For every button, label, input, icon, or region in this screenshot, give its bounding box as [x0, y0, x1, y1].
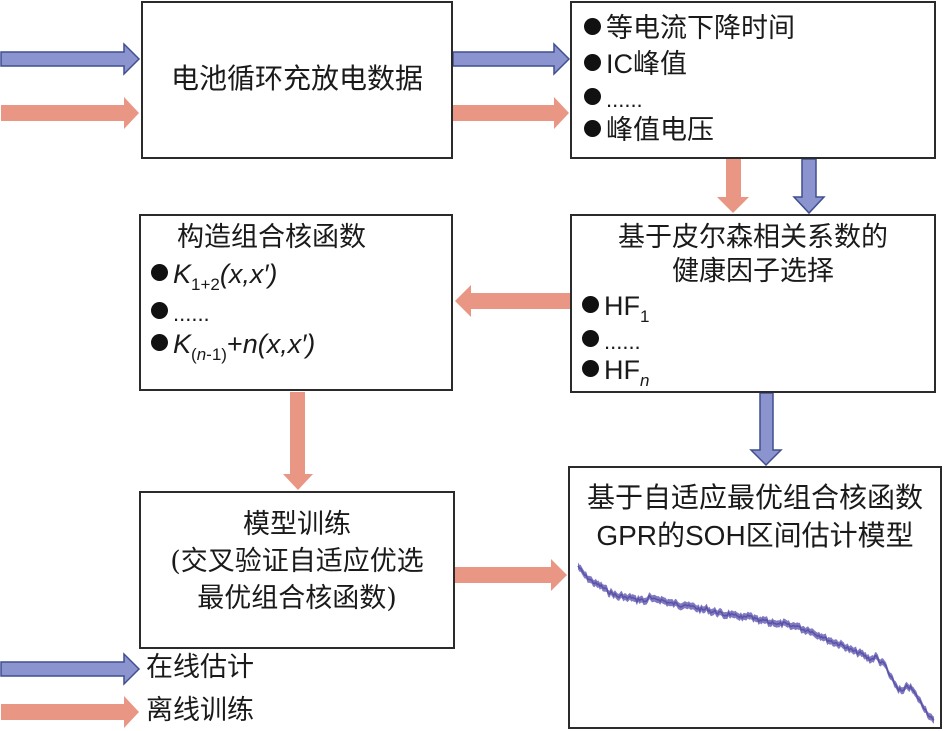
bullet-icon [151, 302, 168, 320]
online-features-to-pearson-arrow [792, 158, 826, 215]
offline-input-arrow [1, 97, 139, 129]
soh-estimate-line [577, 565, 935, 721]
bullet-icon [584, 54, 601, 71]
online-input-arrow [0, 42, 141, 76]
legend-offline-label: 离线训练 [146, 695, 254, 726]
kernel-item: ...... [151, 296, 210, 330]
bullet-icon [584, 120, 601, 137]
legend-online-arrow [0, 652, 141, 686]
pearson-title-line1: 基于皮尔森相关系数的 [618, 222, 888, 253]
online-pearson-to-gpr-arrow [749, 392, 783, 467]
health-factor-item: HF1 [582, 290, 649, 325]
feature-item: ...... [584, 83, 643, 116]
training-line3: 最优组合核函数) [197, 583, 397, 614]
battery-data-label: 电池循环充放电数据 [170, 62, 423, 95]
pearson-title-line2: 健康因子选择 [672, 256, 834, 287]
gpr-line1: 基于自适应最优组合核函数 [586, 481, 923, 514]
soh-estimate-plot [577, 562, 935, 724]
model-training-box: 模型训练 (交叉验证自适应优选 最优组合核函数) [139, 491, 455, 649]
feature-item: IC峰值 [584, 48, 687, 81]
kernel-item: K1+2(x,x′) [151, 258, 277, 293]
health-factor-item: HFn [582, 354, 649, 389]
offline-training-to-gpr-arrow [455, 559, 567, 591]
bullet-icon [151, 334, 168, 352]
gpr-line2: GPR的SOH区间估计模型 [596, 520, 914, 551]
features-box: 等电流下降时间 IC峰值 ...... 峰值电压 [570, 1, 936, 159]
kernel-item: K(n-1)+n(x,x′) [151, 328, 315, 363]
legend-offline-arrow [1, 696, 139, 728]
soh-interval-band [578, 562, 934, 724]
bullet-icon [151, 264, 168, 282]
bullet-icon [582, 330, 599, 348]
bullet-icon [582, 296, 599, 314]
battery-data-box: 电池循环充放电数据 [141, 1, 453, 159]
health-factor-item: ...... [582, 324, 641, 358]
feature-item: 等电流下降时间 [584, 13, 795, 45]
training-line1: 模型训练 [243, 509, 351, 540]
legend-online-label: 在线估计 [146, 652, 254, 683]
kernel-construction-box: 构造组合核函数 K1+2(x,x′) ...... K(n-1)+n(x,x′) [139, 214, 453, 391]
bullet-icon [584, 88, 601, 105]
offline-features-to-pearson-arrow [717, 159, 749, 213]
gpr-soh-model-box: 基于自适应最优组合核函数 GPR的SOH区间估计模型 [568, 466, 942, 729]
pearson-selection-box: 基于皮尔森相关系数的 健康因子选择 HF1 ...... HFn [570, 214, 936, 393]
training-line2: (交叉验证自适应优选 [170, 546, 424, 577]
offline-data-to-features-arrow [453, 97, 569, 129]
offline-kernel-to-training-arrow [283, 392, 313, 490]
bullet-icon [584, 18, 601, 35]
online-data-to-features-arrow [452, 42, 571, 76]
kernel-box-title: 构造组合核函数 [177, 222, 366, 253]
feature-item: 峰值电压 [584, 115, 714, 147]
bullet-icon [582, 360, 599, 378]
offline-pearson-to-kernel-arrow [455, 285, 570, 317]
